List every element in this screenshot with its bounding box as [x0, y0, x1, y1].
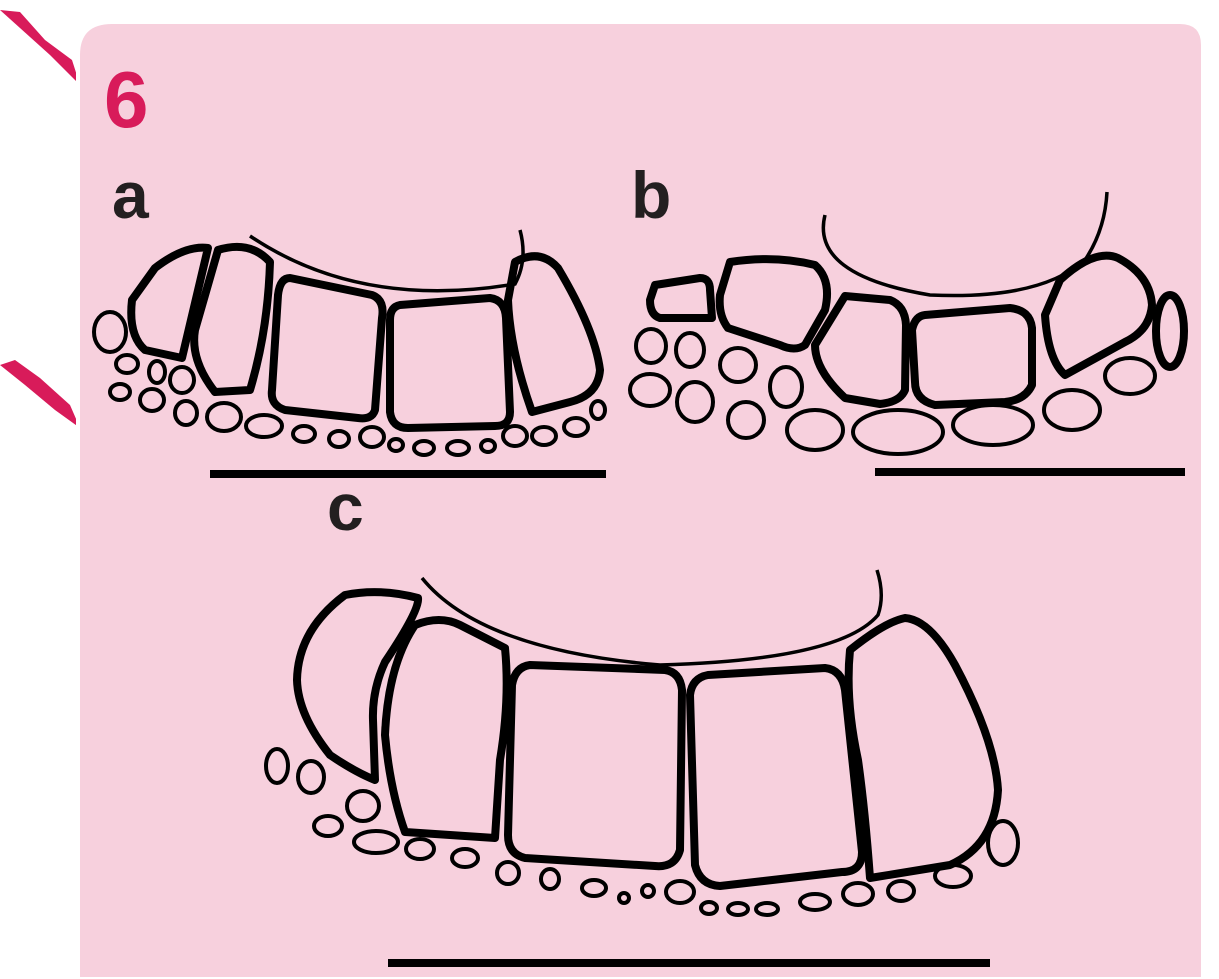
- figure-number: 6: [104, 55, 149, 144]
- panel-label-b: b: [631, 158, 671, 232]
- panel-label-a: a: [112, 158, 150, 232]
- panel-label-c: c: [327, 470, 364, 544]
- brush-stroke-top: [0, 10, 80, 85]
- brush-stroke-middle: [0, 360, 80, 428]
